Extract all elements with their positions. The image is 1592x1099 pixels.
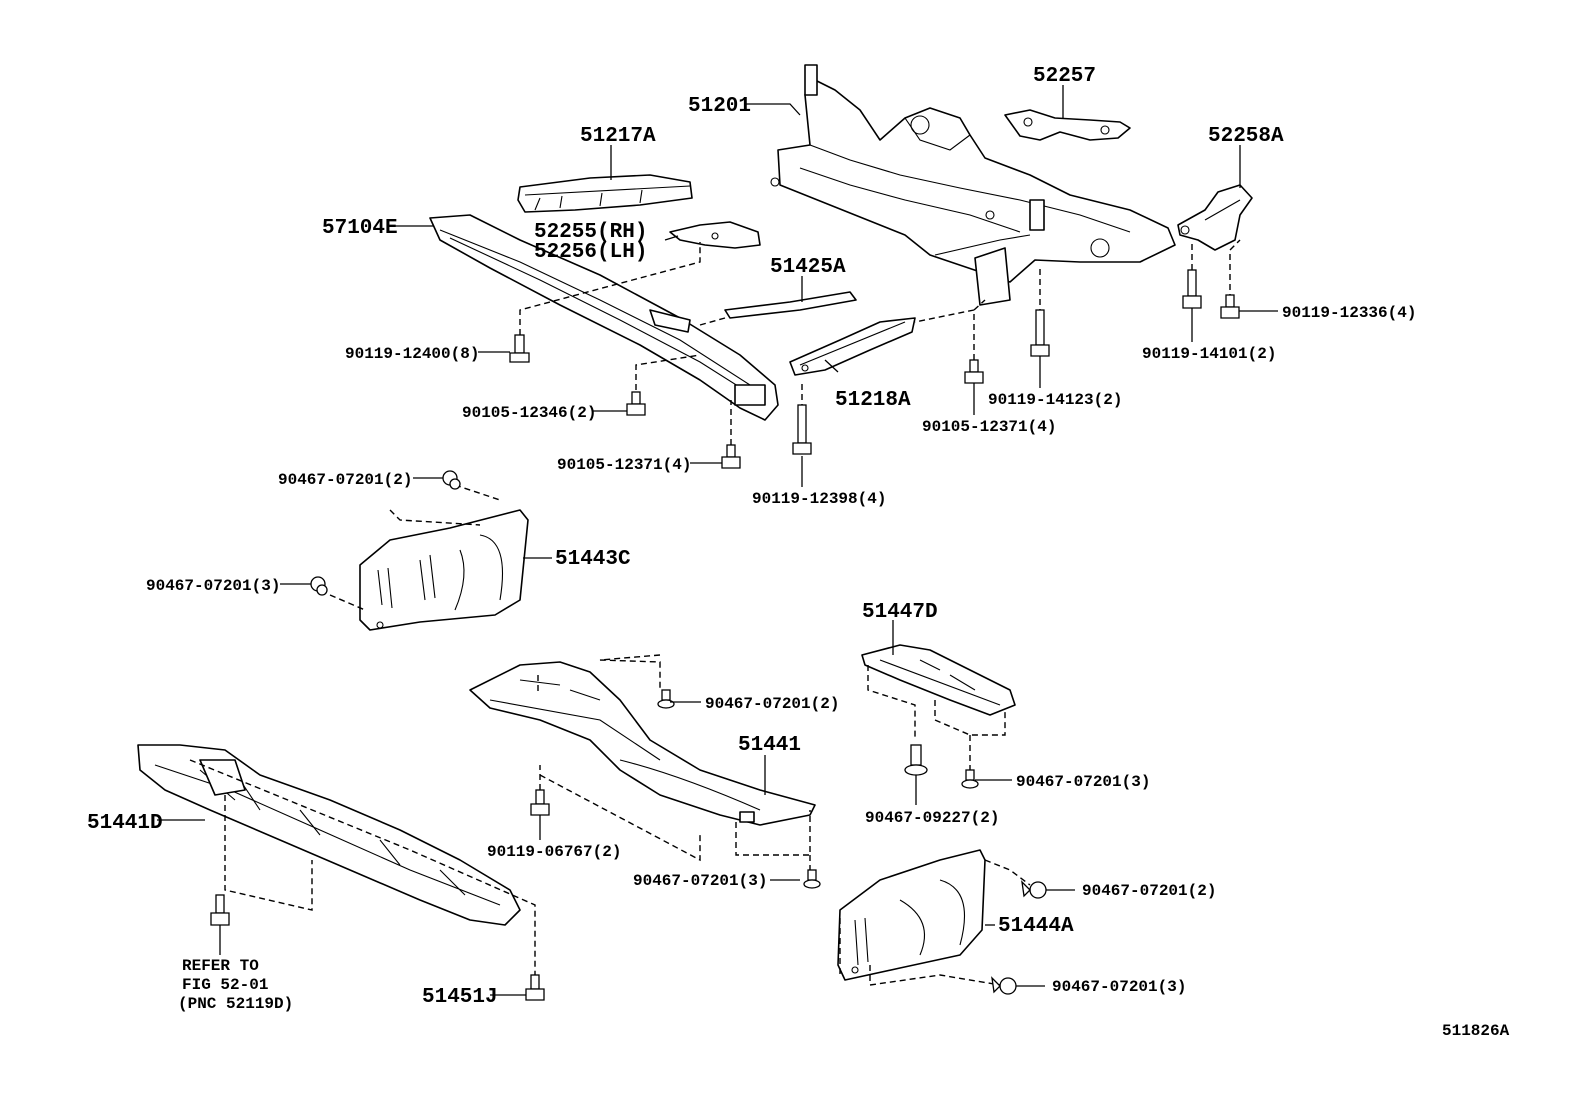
bolt-icon <box>964 359 984 384</box>
bolt-icon <box>626 391 646 416</box>
assembly-guide-lines <box>189 239 1241 986</box>
clip-icon <box>904 744 928 776</box>
clip-icon <box>1021 880 1047 899</box>
bolt-icon <box>509 334 530 363</box>
label-90105-12371-right[interactable]: 90105-12371(4) <box>922 418 1056 436</box>
reinforcement-51218A[interactable] <box>789 317 916 376</box>
label-51217A[interactable]: 51217A <box>580 125 656 148</box>
clip-icon <box>961 769 979 789</box>
label-90119-12398[interactable]: 90119-12398(4) <box>752 490 886 508</box>
diagram-code: 511826A <box>1442 1022 1510 1040</box>
label-90467-07201-b[interactable]: 90467-07201(3) <box>146 577 280 595</box>
label-90467-09227[interactable]: 90467-09227(2) <box>865 809 999 827</box>
label-90119-12336[interactable]: 90119-12336(4) <box>1282 304 1416 322</box>
bolt-icon <box>1220 294 1240 319</box>
label-51444A[interactable]: 51444A <box>998 915 1074 938</box>
label-90119-06767[interactable]: 90119-06767(2) <box>487 843 621 861</box>
label-51451J[interactable]: 51451J <box>422 986 498 1009</box>
label-90467-07201-a[interactable]: 90467-07201(2) <box>278 471 412 489</box>
label-90467-07201-e[interactable]: 90467-07201(3) <box>633 872 767 890</box>
bolt-icon <box>1030 309 1050 357</box>
cover-51447D[interactable] <box>861 644 1016 716</box>
brace-51425A[interactable] <box>724 291 857 319</box>
fastener-symbols <box>210 269 1240 1001</box>
label-90467-07201-d[interactable]: 90467-07201(3) <box>1016 773 1150 791</box>
refer-note-line3: (PNC 52119D) <box>178 995 293 1013</box>
bolt-icon <box>792 404 812 455</box>
front-suspension-crossmember-51201[interactable] <box>770 64 1176 306</box>
plate-52255-52256[interactable] <box>669 221 761 249</box>
part-labels: 51201 52257 52258A 51217A 57104E 52255(R… <box>87 65 1510 1040</box>
label-51218A[interactable]: 51218A <box>835 389 911 412</box>
bracket-52257[interactable] <box>1004 109 1131 141</box>
support-member-57104E[interactable] <box>429 214 779 421</box>
refer-note-line1: REFER TO <box>182 957 259 975</box>
label-90105-12346[interactable]: 90105-12346(2) <box>462 404 596 422</box>
clip-icon <box>442 470 461 490</box>
bracket-52258A[interactable] <box>1177 184 1253 251</box>
bolt-icon <box>721 444 741 469</box>
label-90105-12371-left[interactable]: 90105-12371(4) <box>557 456 691 474</box>
label-51425A[interactable]: 51425A <box>770 256 846 279</box>
front-spoiler-cover-51441D[interactable] <box>137 744 521 926</box>
clip-icon <box>657 689 675 709</box>
label-52257[interactable]: 52257 <box>1033 65 1096 88</box>
label-51201[interactable]: 51201 <box>688 95 751 118</box>
engine-under-cover-51444A[interactable] <box>837 849 986 981</box>
clip-icon <box>991 976 1017 995</box>
clip-icon <box>310 576 328 596</box>
bolt-icon <box>530 789 550 816</box>
label-52255[interactable]: 52255(RH) <box>534 221 647 244</box>
clip-icon <box>803 869 821 889</box>
label-52258A[interactable]: 52258A <box>1208 125 1284 148</box>
label-90119-12400[interactable]: 90119-12400(8) <box>345 345 479 363</box>
bolt-icon <box>525 974 545 1001</box>
engine-under-cover-51441[interactable] <box>469 661 816 826</box>
refer-note-line2: FIG 52-01 <box>182 976 268 994</box>
label-51443C[interactable]: 51443C <box>555 548 631 571</box>
label-52256[interactable]: 52256(LH) <box>534 241 647 264</box>
label-90467-07201-g[interactable]: 90467-07201(3) <box>1052 978 1186 996</box>
engine-under-cover-51443C[interactable] <box>359 509 529 631</box>
label-90467-07201-f[interactable]: 90467-07201(2) <box>1082 882 1216 900</box>
label-51441D[interactable]: 51441D <box>87 812 163 835</box>
label-51447D[interactable]: 51447D <box>862 601 938 624</box>
reinforcement-51217A[interactable] <box>517 174 693 213</box>
label-51441[interactable]: 51441 <box>738 734 801 757</box>
label-90119-14101[interactable]: 90119-14101(2) <box>1142 345 1276 363</box>
bolt-icon <box>210 894 230 926</box>
label-90467-07201-c[interactable]: 90467-07201(2) <box>705 695 839 713</box>
leader-lines <box>157 85 1278 996</box>
label-57104E[interactable]: 57104E <box>322 217 398 240</box>
bolt-icon <box>1182 269 1202 309</box>
label-90119-14123[interactable]: 90119-14123(2) <box>988 391 1122 409</box>
